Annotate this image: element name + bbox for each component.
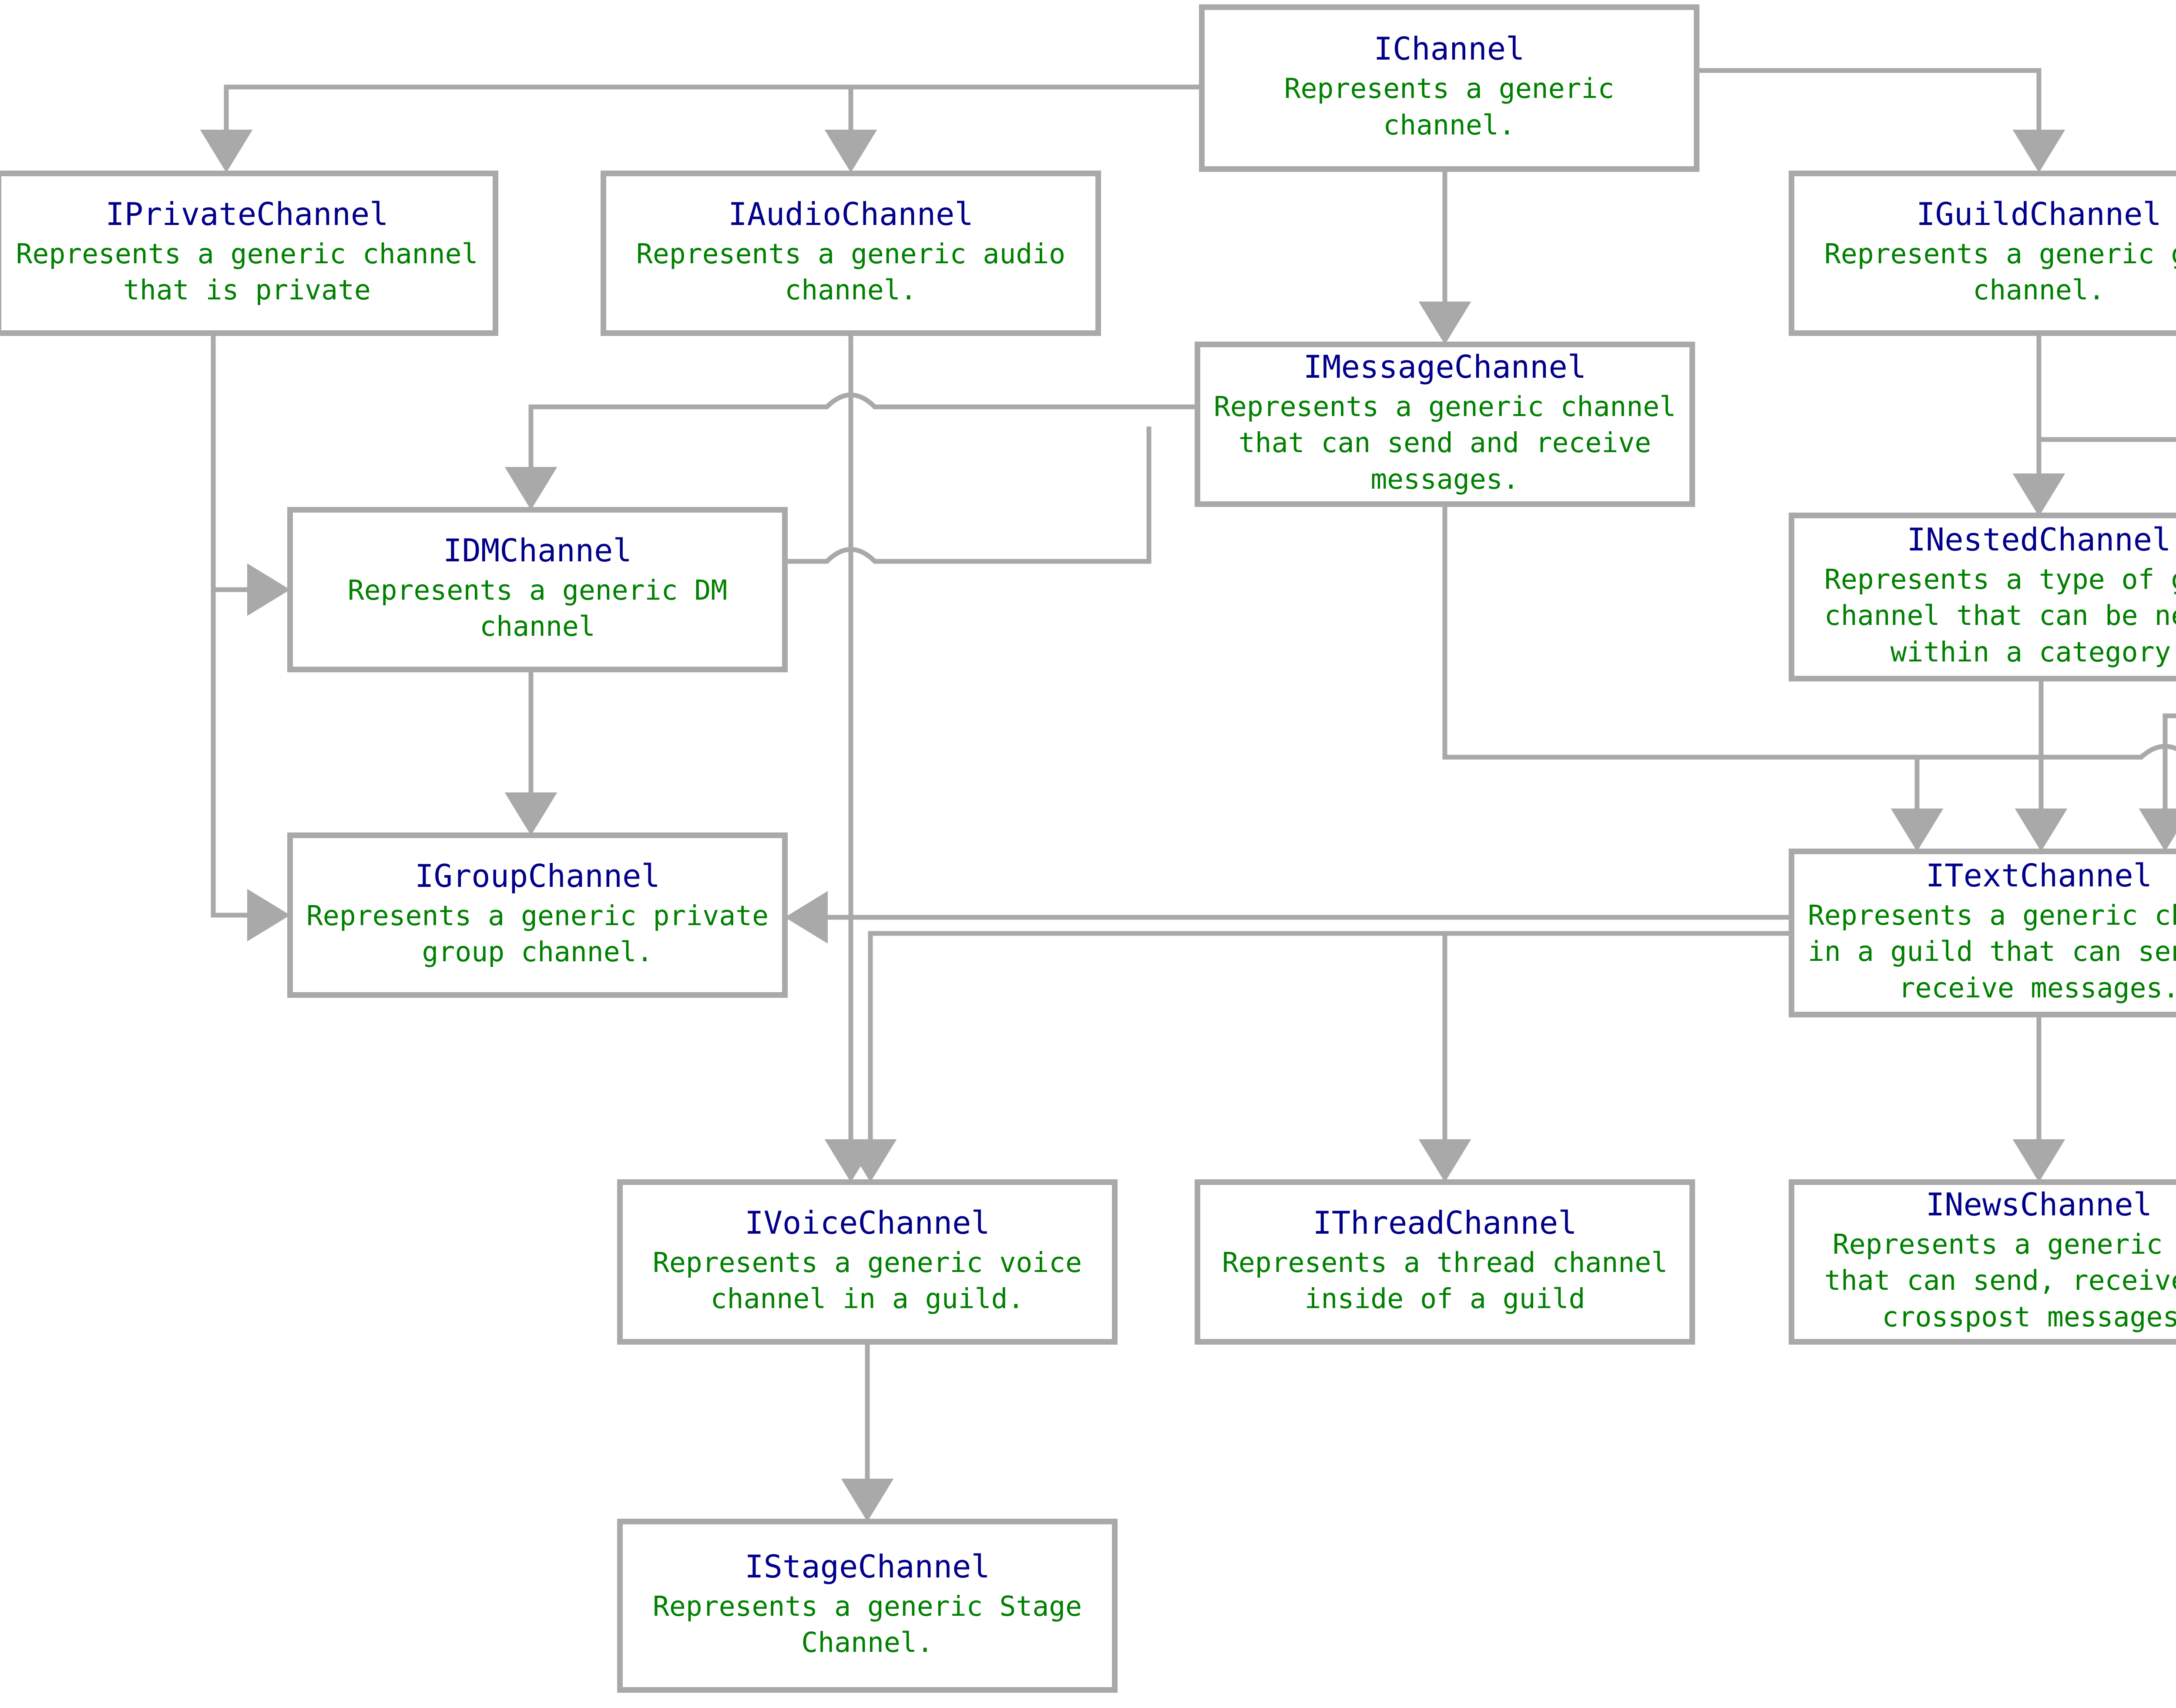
node-description: Represents a type of guild channel that …	[1824, 564, 2176, 668]
node-title: INewsChannel	[1925, 1186, 2152, 1223]
node-title: INestedChannel	[1907, 521, 2171, 558]
node-title: IDMChannel	[443, 532, 632, 569]
node-iguildchannel[interactable]: IGuildChannel Represents a generic guild…	[1789, 171, 2176, 336]
node-title: IVoiceChannel	[745, 1204, 990, 1241]
node-idmchannel[interactable]: IDMChannel Represents a generic DM chann…	[287, 507, 788, 672]
node-istagechannel[interactable]: IStageChannel Represents a generic Stage…	[617, 1519, 1118, 1693]
node-description: Represents a thread channel inside of a …	[1222, 1246, 1668, 1315]
edge-inestedchannel-iforumchannel	[1917, 744, 2176, 760]
node-title: IPrivateChannel	[105, 195, 389, 232]
node-title: ITextChannel	[1925, 857, 2152, 894]
node-title: IMessageChannel	[1303, 349, 1587, 386]
node-description: Represents a generic voice channel in a …	[652, 1246, 1082, 1315]
node-description: Represents a generic audio channel.	[636, 238, 1066, 306]
edge-ichannel-iguildchannel	[1699, 68, 2065, 173]
edge-iguildchannel-iintegrationchannel	[2039, 437, 2176, 442]
edge-iprivatechannel-idmchannel	[211, 336, 290, 616]
node-title: IGuildChannel	[1916, 195, 2162, 232]
node-inestedchannel[interactable]: INestedChannel Represents a type of guil…	[1789, 513, 2176, 681]
edge-iprivatechannel-igroupchannel	[211, 590, 290, 942]
node-itextchannel[interactable]: ITextChannel Represents a generic channe…	[1789, 849, 2176, 1017]
node-ivoicechannel[interactable]: IVoiceChannel Represents a generic voice…	[617, 1179, 1118, 1345]
node-description: Represents a generic Stage Channel.	[652, 1590, 1082, 1658]
node-description: Represents a generic channel that is pri…	[16, 238, 478, 306]
node-title: IStageChannel	[745, 1548, 990, 1585]
edge-iintegrationchannel-itextchannel	[2139, 713, 2176, 852]
node-inewschannel[interactable]: INewsChannel Represents a generic news t…	[1789, 1179, 2176, 1345]
node-ithreadchannel[interactable]: IThreadChannel Represents a thread chann…	[1195, 1179, 1695, 1345]
edge-imessagechannel-itextchannel	[1442, 507, 1944, 852]
node-ichannel[interactable]: IChannel Represents a generic channel.	[1199, 4, 1699, 172]
node-iprivatechannel[interactable]: IPrivateChannel Represents a generic cha…	[0, 171, 498, 336]
node-title: IAudioChannel	[728, 195, 974, 232]
node-title: IChannel	[1373, 30, 1525, 67]
node-imessagechannel[interactable]: IMessageChannel Represents a generic cha…	[1195, 342, 1695, 507]
node-description: Represents a generic private group chann…	[306, 899, 769, 968]
node-title: IGroupChannel	[415, 857, 660, 894]
node-description: Represents a generic channel that can se…	[1213, 391, 1676, 495]
node-iaudiochannel[interactable]: IAudioChannel Represents a generic audio…	[601, 171, 1101, 336]
edge-imessagechannel-idmchannel	[504, 393, 1195, 510]
node-description: Represents a generic news that can send,…	[1824, 1228, 2176, 1333]
node-description: Represents a generic channel.	[1284, 73, 1615, 141]
node-description: Represents a generic guild channel.	[1824, 238, 2176, 306]
node-igroupchannel[interactable]: IGroupChannel Represents a generic priva…	[287, 832, 788, 998]
edge-ichannel-iprivatechannel	[200, 84, 1199, 173]
node-description: Represents a generic channel in a guild …	[1807, 899, 2176, 1004]
node-description: Represents a generic DM channel	[347, 574, 728, 642]
edge-itextchannel-ivoicechannel	[844, 931, 1920, 1182]
node-title: IThreadChannel	[1313, 1204, 1577, 1241]
